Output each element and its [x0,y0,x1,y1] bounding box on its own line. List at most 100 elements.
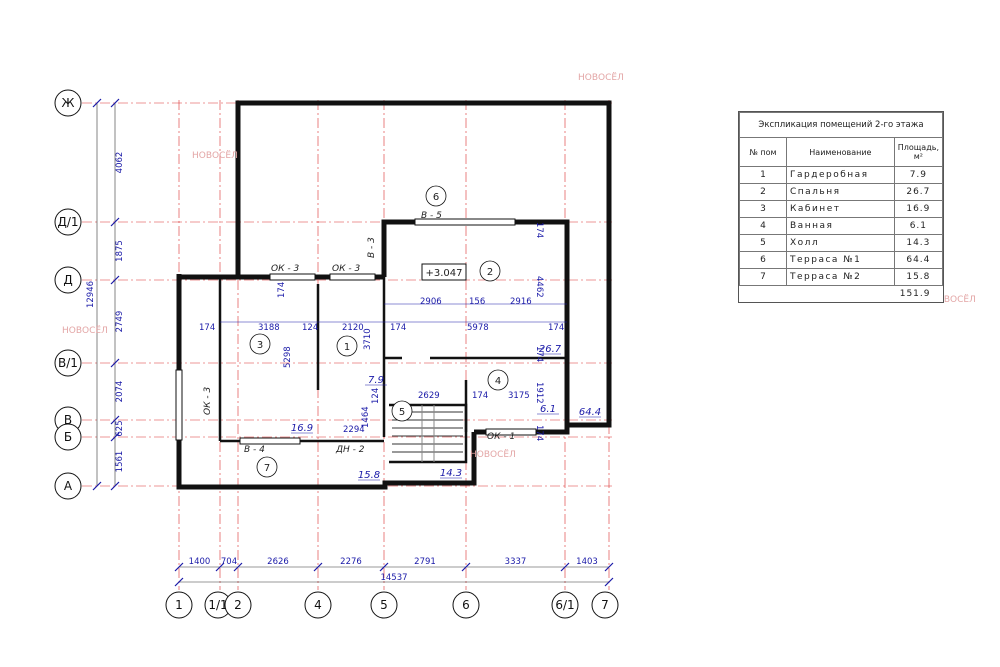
dim-3710: 3710 [363,328,373,350]
col-dim: 2276 [340,557,362,567]
col-dim: 704 [221,557,237,567]
tag-v3: В - 3 [367,237,377,258]
row-axis-label: Б [64,430,72,444]
room-5: 514.3 [391,400,462,479]
room-area: 6.1 [540,404,556,415]
col-axis-label: 1 [175,598,183,612]
room-area: 14.3 [440,468,462,479]
dim-174a: 174 [199,323,215,333]
tag-dn2: ДН - 2 [335,445,365,455]
explication-cell-area: 15.8 [893,268,944,286]
main-outer-wall [176,274,477,490]
room-1: 17.9 [336,335,387,386]
explication-table: Экспликация помещений 2-го этажа № пом Н… [738,111,944,303]
row-axis-label: В [64,413,72,427]
dim-156: 156 [469,297,485,307]
explication-cell-area: 16.9 [893,200,944,218]
dim-124b: 124 [371,388,381,404]
dim-174d: 174 [277,282,287,298]
dim-1912: 1912 [534,382,544,404]
tag-v5: В - 5 [421,211,442,221]
explication-cell-area: 7.9 [893,166,944,184]
watermark-1: НОВОСЁЛ [578,72,624,83]
explication-cell-num: 4 [739,217,787,235]
watermark-2: НОВОСЁЛ [192,150,238,161]
explication-cell-name: Гардеробная [786,166,895,184]
room-3: 316.9 [249,333,313,434]
explication-title: Экспликация помещений 2-го этажа [739,112,943,138]
room-area: 15.8 [358,470,380,481]
explication-cell-name: Терраса №1 [786,251,895,269]
explication-cell-area: 26.7 [893,183,944,201]
level-mark: +3.047 [421,263,467,281]
room-6: 664.4 [425,185,601,418]
row-axis-label: В/1 [58,356,78,370]
room-area: 64.4 [579,407,601,418]
wall-tags: ОК - 3 ОК - 3 В - 3 В - 5 ОК - 3 В - 4 Д… [203,211,515,455]
inner-walls [218,277,567,464]
room-number: 6 [433,192,439,203]
row-axis-label: Д/1 [57,215,78,229]
room-area: 16.9 [291,423,313,434]
dim-174b: 174 [390,323,406,333]
header-num: № пом [739,137,787,167]
dim-3188: 3188 [258,323,280,333]
col-axis-5: 5 [370,591,398,619]
col-axis-4: 4 [304,591,332,619]
col-total-dim: 14537 [380,573,407,583]
dim-174g: 174 [472,391,488,401]
dim-174e: 174 [534,222,544,238]
header-area-line2: м² [913,152,923,161]
dim-3175: 3175 [508,391,530,401]
col-axis-label: 6/1 [555,598,574,612]
terrace-1-outer-wall [235,100,612,428]
row-axis-2: Д/1 [54,208,82,236]
dim-1464: 1464 [361,406,371,428]
dim-174f: 174 [534,346,544,362]
tag-v4: В - 4 [244,445,265,455]
room-area: 26.7 [539,344,562,355]
room-2: 226.7 [479,260,562,355]
room-number: 3 [257,340,263,351]
room-number: 1 [344,342,350,353]
explication-cell-name: Ванная [786,217,895,235]
row-axis-label: Ж [62,96,75,110]
room-4: 46.1 [487,369,559,415]
row-dim: 1875 [115,240,125,262]
dim-124: 124 [302,323,318,333]
row-dim: 625 [115,420,125,436]
explication-cell-num: 6 [739,251,787,269]
col-axis-3: 2 [224,591,252,619]
explication-cell-name: Спальня [786,183,895,201]
col-axis-label: 1/1 [208,598,227,612]
room-7: 715.8 [256,456,380,481]
dim-2906: 2906 [420,297,442,307]
col-dim: 2626 [267,557,289,567]
col-axis-1: 1 [165,591,193,619]
dim-2916: 2916 [510,297,532,307]
explication-cell-num: 5 [739,234,787,252]
dim-4462: 4462 [534,276,544,298]
col-axis-label: 2 [234,598,242,612]
dim-5298: 5298 [283,346,293,368]
col-axis-label: 7 [601,598,609,612]
row-axis-label: Д [63,273,72,287]
dim-2294: 2294 [343,425,365,435]
tag-ok3-a: ОК - 3 [271,264,299,274]
col-dim: 2791 [414,557,436,567]
col-axis-8: 7 [591,591,619,619]
header-area: Площадь,м² [893,137,944,167]
dim-2120: 2120 [342,323,364,333]
explication-cell-area: 14.3 [893,234,944,252]
row-axis-label: А [64,479,73,493]
room-number: 5 [399,407,405,418]
explication-cell-name: Терраса №2 [786,268,895,286]
